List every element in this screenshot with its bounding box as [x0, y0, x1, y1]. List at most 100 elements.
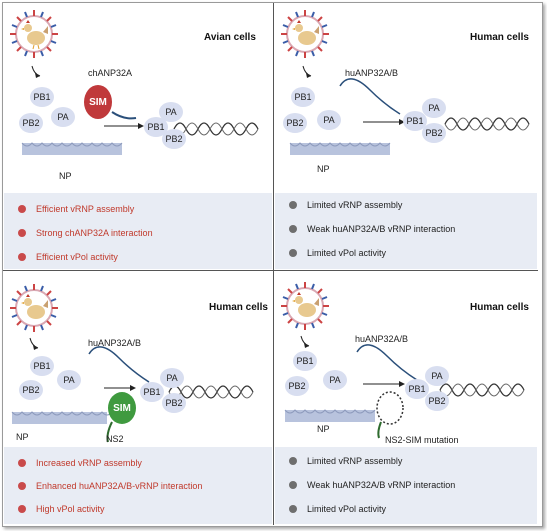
sim-label: SIM: [89, 96, 107, 108]
complex-pb2: PB2: [425, 391, 449, 411]
bullet-text: Efficient vRNP assembly: [36, 204, 135, 214]
bullet-dot: [289, 481, 297, 489]
pb2-protein: PB2: [283, 113, 307, 133]
adaptor-label: chANP32A: [88, 68, 133, 78]
bullet-item: Limited vRNP assembly: [289, 456, 402, 466]
panel-human-1-drawing: [281, 10, 530, 155]
pb2-protein: PB2: [19, 380, 43, 400]
chicken-icon: [292, 20, 319, 45]
bullet-item: Weak huANP32A/B vRNP interaction: [289, 224, 455, 234]
mutated-sim-outline: [376, 391, 404, 425]
np-label: NP: [317, 424, 330, 434]
bullet-dot: [289, 249, 297, 257]
np-helix: [289, 142, 391, 155]
np-label: NP: [59, 171, 72, 181]
np-helix: [284, 409, 376, 422]
bullet-dot: [18, 205, 26, 213]
pb1-protein: PB1: [293, 351, 317, 371]
adaptor-label: huANP32A/B: [355, 334, 409, 344]
ns2-label: NS2-SIM mutation: [385, 435, 459, 445]
complex-pb1: PB1: [403, 111, 427, 131]
summary-box: Increased vRNP assembly Enhanced huANP32…: [4, 447, 272, 524]
sim-label: SIM: [113, 402, 131, 414]
bullet-dot: [18, 253, 26, 261]
panel-avian: Avian cells chANP32A SIM PB1 PB2 PA PA P…: [4, 4, 272, 269]
bullet-text: Enhanced huANP32A/B-vRNP interaction: [36, 481, 203, 491]
np-helix: [11, 411, 113, 424]
panel-human-2-drawing: [10, 284, 254, 443]
virus-icon: [281, 10, 329, 58]
panel-title: Human cells: [470, 302, 529, 313]
chicken-icon: [21, 294, 48, 319]
np-label: NP: [16, 432, 29, 442]
bullet-dot: [289, 225, 297, 233]
bullet-item: Efficient vRNP assembly: [18, 204, 134, 214]
bullet-text: Limited vRNP assembly: [307, 456, 403, 466]
bullet-dot: [289, 201, 297, 209]
sim-bubble: [84, 85, 112, 119]
complex-pb1: PB1: [405, 379, 429, 399]
complex-pb1: PB1: [140, 382, 164, 402]
complex-pa: PA: [160, 368, 184, 388]
sim-bubble: [108, 392, 136, 424]
bullet-text: Limited vRNP assembly: [307, 200, 403, 210]
complex-pb2: PB2: [162, 393, 186, 413]
panel-avian-drawing: [10, 10, 259, 155]
complex-pb1: PB1: [144, 117, 168, 137]
pb1-protein: PB1: [30, 87, 54, 107]
panel-human-3-drawing: [281, 282, 525, 439]
complex-pa: PA: [159, 102, 183, 122]
vertical-divider: [273, 3, 274, 525]
bullet-item: Enhanced huANP32A/B-vRNP interaction: [18, 481, 202, 491]
bullet-text: High vPol activity: [36, 504, 105, 514]
panel-human-1: Human cells huANP32A/B PB1 PB2 PA PA PB1…: [275, 4, 537, 269]
bullet-item: Efficient vPol activity: [18, 252, 118, 262]
bullet-text: Weak huANP32A/B vRNP interaction: [307, 224, 456, 234]
complex-pb2: PB2: [162, 129, 186, 149]
panel-title: Human cells: [470, 32, 529, 43]
horizontal-divider: [3, 270, 538, 271]
pa-protein: PA: [57, 370, 81, 390]
rna-helix: [168, 385, 254, 399]
pa-protein: PA: [317, 110, 341, 130]
pb1-protein: PB1: [30, 356, 54, 376]
pa-protein: PA: [51, 107, 75, 127]
rna-helix: [444, 117, 530, 131]
panel-title: Avian cells: [204, 32, 256, 43]
bullet-item: Strong chANP32A interaction: [18, 228, 153, 238]
summary-box: Limited vRNP assembly Weak huANP32A/B vR…: [275, 193, 537, 269]
ns2-label: NS2: [106, 434, 124, 444]
np-label: NP: [317, 164, 330, 174]
complex-pa: PA: [425, 366, 449, 386]
bullet-text: Increased vRNP assembly: [36, 458, 142, 468]
rna-helix: [439, 383, 525, 397]
complex-pb2: PB2: [422, 123, 446, 143]
chicken-icon: [21, 20, 48, 50]
bullet-dot: [289, 505, 297, 513]
np-helix: [21, 142, 123, 155]
bullet-dot: [18, 482, 26, 490]
rna-helix: [173, 122, 259, 136]
adaptor-label: huANP32A/B: [88, 338, 142, 348]
summary-box: Limited vRNP assembly Weak huANP32A/B vR…: [275, 447, 537, 524]
pa-protein: PA: [323, 370, 347, 390]
bullet-text: Weak huANP32A/B vRNP interaction: [307, 480, 456, 490]
panel-title: Human cells: [209, 302, 268, 313]
bullet-text: Efficient vPol activity: [36, 252, 118, 262]
chicken-icon: [292, 292, 319, 317]
bullet-dot: [18, 229, 26, 237]
bullet-item: Limited vPol activity: [289, 248, 386, 258]
pb2-protein: PB2: [19, 113, 43, 133]
bullet-item: Limited vPol activity: [289, 504, 386, 514]
bullet-item: Limited vRNP assembly: [289, 200, 402, 210]
virus-icon: [10, 10, 58, 58]
bullet-text: Limited vPol activity: [307, 504, 387, 514]
bullet-item: Increased vRNP assembly: [18, 458, 142, 468]
bullet-text: Strong chANP32A interaction: [36, 228, 153, 238]
bullet-dot: [289, 457, 297, 465]
bullet-text: Limited vPol activity: [307, 248, 387, 258]
pb1-protein: PB1: [291, 87, 315, 107]
bullet-item: Weak huANP32A/B vRNP interaction: [289, 480, 455, 490]
bullet-item: High vPol activity: [18, 504, 105, 514]
panel-human-3: Human cells huANP32A/B PB1 PB2 PA PA PB1…: [275, 272, 537, 524]
